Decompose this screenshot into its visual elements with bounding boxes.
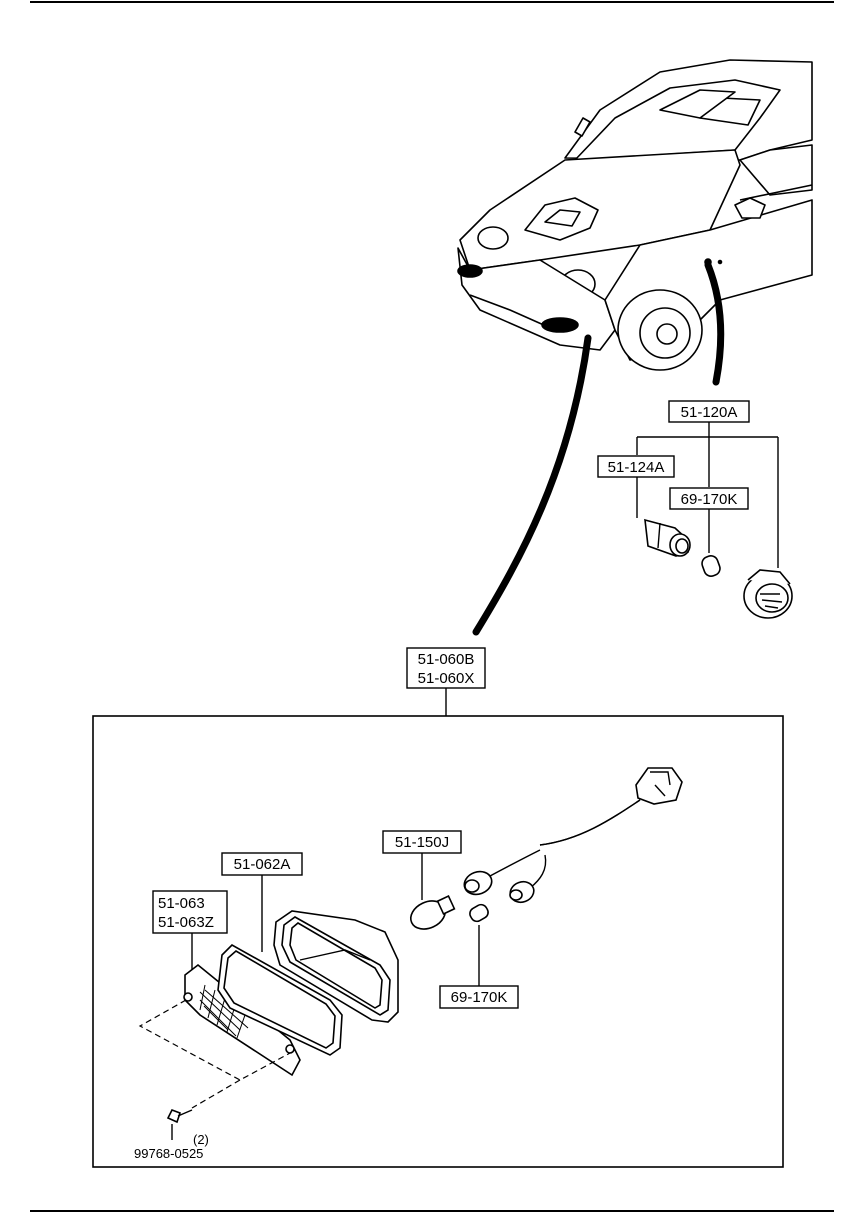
side-marker-callout: 51-120A 51-124A 69-170K (597, 400, 779, 568)
side-marker-lens-part (743, 569, 793, 619)
frame-labels: 51-063 51-063Z 51-062A 51-150J 69-170K (… (134, 830, 519, 1161)
wiring-harness-part (463, 767, 683, 904)
screw-part (138, 999, 293, 1140)
front-lamp-callout: 51-060B 51-060X (406, 647, 486, 716)
label-turn-bulb: 51-150J (395, 834, 449, 851)
side-marker-bulb-part (701, 555, 721, 577)
leader-side-marker (704, 261, 725, 386)
label-gasket: 51-062A (234, 856, 291, 873)
leader-front-lamp (472, 334, 592, 636)
position-bulb-part (469, 903, 489, 923)
assembly-frame (92, 715, 784, 1168)
label-side-marker-bulb: 69-170K (681, 491, 738, 508)
label-side-marker-socket: 51-124A (608, 459, 665, 476)
label-front-lamp-2: 51-060X (418, 670, 475, 687)
label-lens-1: 51-063 (158, 895, 205, 912)
label-side-marker-assembly: 51-120A (681, 404, 738, 421)
side-marker-socket-part (644, 518, 691, 557)
turn-bulb-part (409, 895, 456, 930)
label-front-lamp-1: 51-060B (418, 651, 475, 668)
gasket-part (217, 944, 343, 1056)
car-illustration (457, 59, 813, 371)
label-lens-2: 51-063Z (158, 914, 214, 931)
lamp-housing-part (273, 910, 399, 1023)
label-screw-qty: (2) (193, 1132, 209, 1147)
lens-part (183, 963, 301, 1077)
label-screw: 99768-0525 (134, 1146, 203, 1161)
label-position-bulb: 69-170K (451, 989, 508, 1006)
